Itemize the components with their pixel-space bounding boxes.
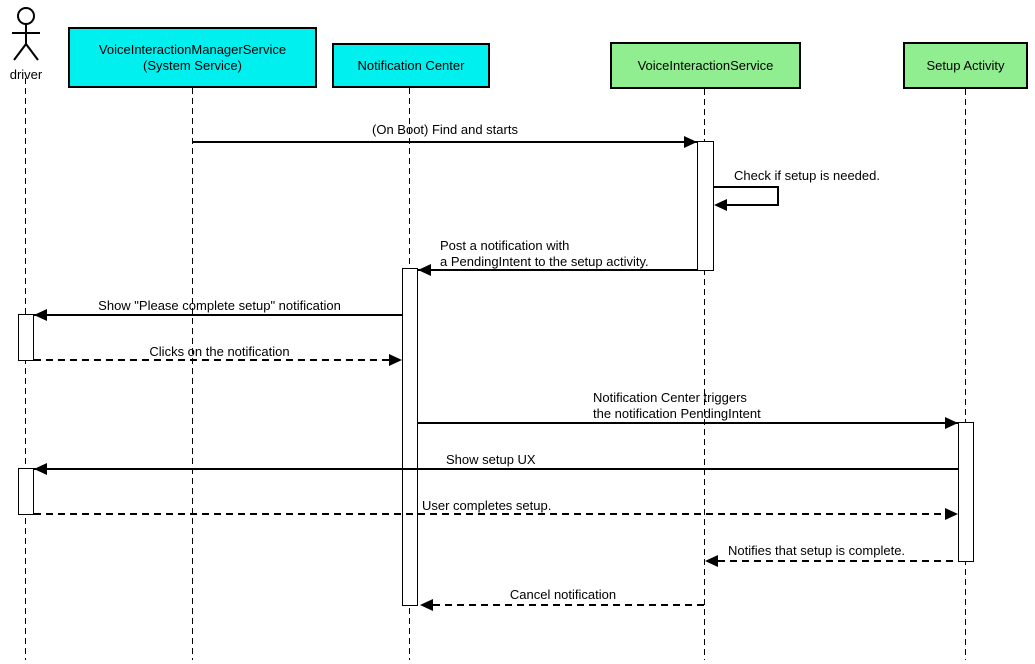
message-label-show-setup-ux: Show setup UX <box>446 452 536 467</box>
activation-driver-2 <box>18 468 34 515</box>
message-label-post-notification-line1: Post a notification with <box>440 238 570 253</box>
participant-label: Notification Center <box>357 57 465 73</box>
participant-label-line1: VoiceInteractionManagerService <box>98 41 287 57</box>
arrowhead-notify-complete <box>705 555 718 567</box>
message-label-trigger-intent-line1: Notification Center triggers <box>593 390 747 405</box>
message-label-user-completes: User completes setup. <box>422 498 552 513</box>
participant-voiceinteractionmanagerservice: VoiceInteractionManagerService (System S… <box>68 27 317 88</box>
arrowhead-boot-find <box>684 136 697 148</box>
arrowhead-post-notification <box>418 264 431 276</box>
message-label-check-setup: Check if setup is needed. <box>734 168 880 183</box>
actor-label: driver <box>9 67 43 82</box>
actor-driver: driver <box>6 6 46 82</box>
message-label-boot-find: (On Boot) Find and starts <box>372 122 518 137</box>
message-line-click-notification <box>34 359 389 361</box>
participant-voiceinteractionservice: VoiceInteractionService <box>610 42 801 89</box>
lifeline-voiceinteractionmanagerservice <box>192 88 193 660</box>
participant-label: Setup Activity <box>926 57 1005 73</box>
message-label-show-notification: Show "Please complete setup" notificatio… <box>98 298 341 313</box>
person-icon <box>12 7 40 61</box>
arrowhead-show-notification <box>34 309 47 321</box>
arrowhead-show-setup-ux <box>34 463 47 475</box>
message-line-boot-find <box>193 141 697 143</box>
message-line-notify-complete <box>718 560 957 562</box>
participant-setup-activity: Setup Activity <box>903 42 1028 89</box>
message-label-click-notification: Clicks on the notification <box>149 344 290 359</box>
message-label-trigger-intent-line2: the notification PendingIntent <box>593 406 761 421</box>
activation-setup-activity <box>958 422 974 562</box>
selfmessage-right-check-setup <box>777 186 779 206</box>
arrowhead-click-notification <box>389 354 402 366</box>
message-line-cancel-notification <box>433 604 705 606</box>
message-line-show-setup-ux <box>34 468 958 470</box>
activation-voiceinteractionservice <box>697 141 714 271</box>
message-line-user-completes <box>34 513 945 515</box>
message-label-notify-complete: Notifies that setup is complete. <box>728 543 906 558</box>
lifeline-driver <box>25 78 26 660</box>
arrowhead-user-completes <box>945 508 958 520</box>
message-label-post-notification-line2: a PendingIntent to the setup activity. <box>440 254 649 269</box>
message-line-show-notification <box>34 314 402 316</box>
activation-notification-center <box>402 268 418 606</box>
activation-driver-1 <box>18 314 34 361</box>
arrowhead-check-setup <box>714 199 727 211</box>
message-line-trigger-intent <box>418 422 958 424</box>
message-label-cancel-notification: Cancel notification <box>509 587 617 602</box>
selfmessage-top-check-setup <box>714 186 779 188</box>
participant-notification-center: Notification Center <box>332 43 490 88</box>
arrowhead-trigger-intent <box>945 417 958 429</box>
participant-label-line2: (System Service) <box>143 57 242 73</box>
message-line-post-notification <box>418 269 697 271</box>
arrowhead-cancel-notification <box>420 599 433 611</box>
lifeline-setup-activity <box>965 89 966 660</box>
participant-label: VoiceInteractionService <box>637 57 774 73</box>
selfmessage-bottom-check-setup <box>727 204 779 206</box>
lifeline-voiceinteractionservice <box>704 89 705 660</box>
